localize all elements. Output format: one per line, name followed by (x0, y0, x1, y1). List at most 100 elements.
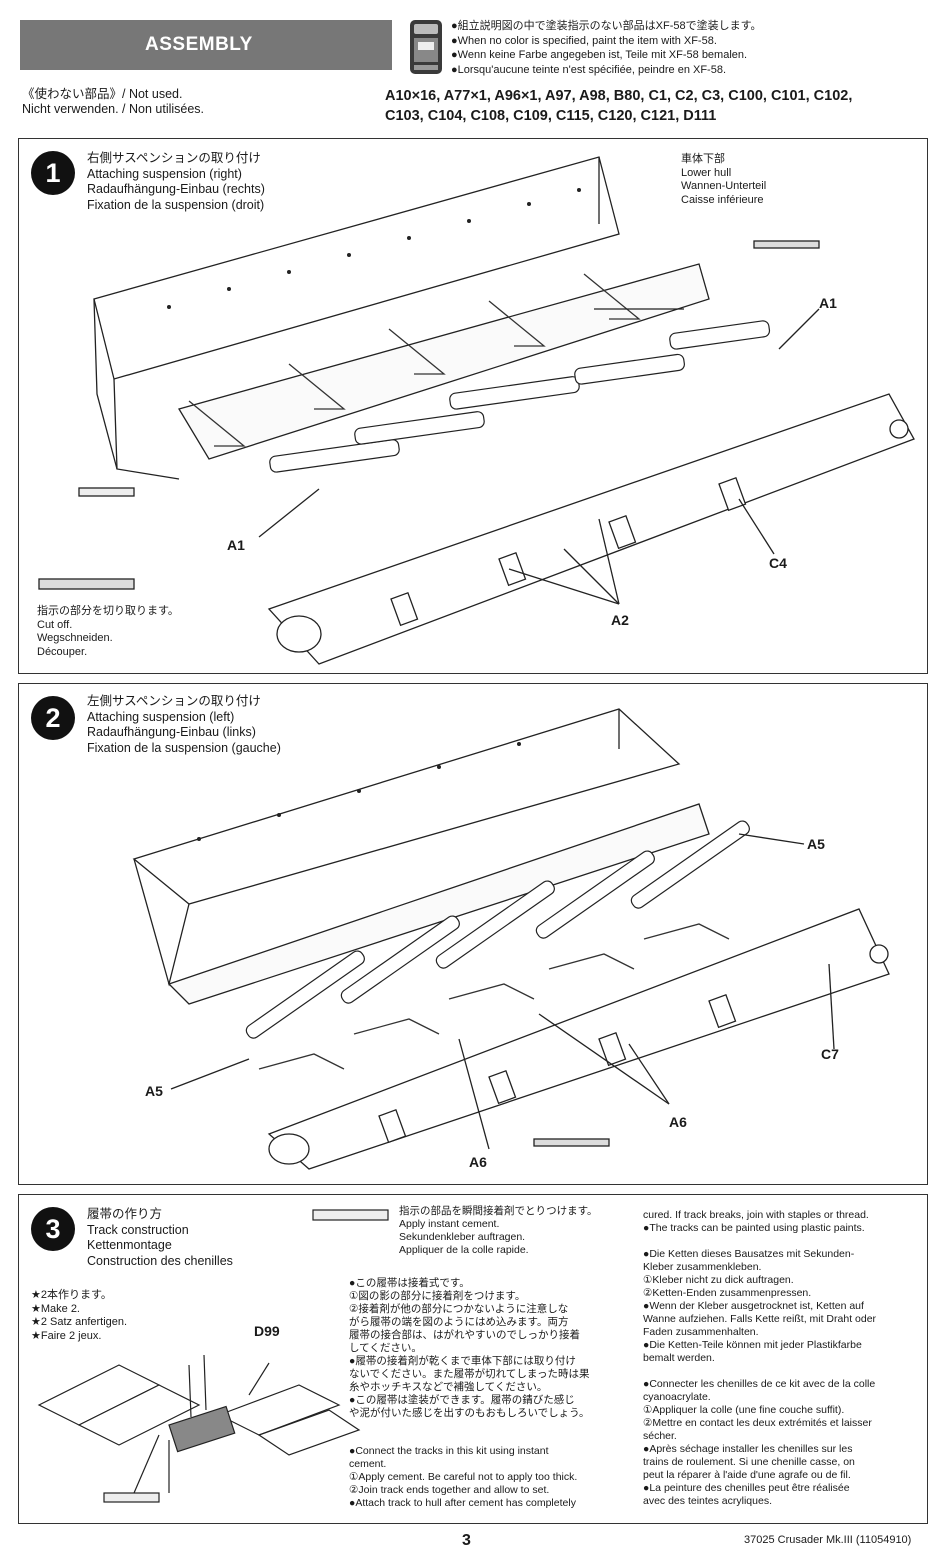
cut-off-jp: 指示の部分を切り取ります。 (37, 605, 179, 617)
jp-note: ●この履帯は接着式です。 (349, 1277, 470, 1289)
step-3-diagram (37, 1209, 389, 1503)
note-line: sécher. (643, 1430, 677, 1442)
product-code: 37025 Crusader Mk.III (11054910) (744, 1534, 912, 1546)
jp-note: ②接着剤が他の部分につかないように注意しな (349, 1303, 569, 1315)
step-2-title-fr: Fixation de la suspension (gauche) (87, 740, 281, 755)
note-line (643, 1365, 923, 1378)
cement-note: 指示の部品を瞬間接着剤でとりつけます。 Apply instant cement… (399, 1205, 598, 1257)
note-line: ①Appliquer la colle (une fine couche suf… (643, 1404, 845, 1416)
make-two-de: ★2 Satz anfertigen. (31, 1316, 128, 1328)
step-1-diagram (38, 156, 915, 665)
part-label-a6-bottom: A6 (469, 1154, 487, 1170)
lower-hull-de: Wannen-Unterteil (681, 180, 767, 192)
cut-off-note: 指示の部分を切り取ります。 Cut off. Wegschneiden. Déc… (37, 605, 179, 659)
step-1-title-fr: Fixation de la suspension (droit) (87, 197, 265, 212)
part-label-a5-left: A5 (145, 1083, 163, 1099)
step-3-title: 履帯の作り方 Track construction Kettenmontage … (87, 1207, 233, 1269)
jp-note: 履帯の接合部は、はがれやすいのでしっかり接着 (349, 1329, 580, 1341)
part-label-c7: C7 (821, 1046, 839, 1062)
japanese-notes: ●この履帯は接着式です。 ①図の影の部分に接着剤をつけます。 ②接着剤が他の部分… (349, 1277, 629, 1420)
note-line (643, 1235, 923, 1248)
jp-note: ①図の影の部分に接着剤をつけます。 (349, 1290, 526, 1302)
note-line: ●Après séchage installer les chenilles s… (643, 1443, 853, 1455)
part-label-a1-top: A1 (819, 295, 837, 311)
note-line: Faden zusammenhalten. (643, 1326, 759, 1338)
cement-note-en: Apply instant cement. (399, 1218, 500, 1230)
paint-note-fr: ●Lorsqu'aucune teinte n'est spécifiée, p… (451, 63, 727, 76)
paint-note-en: ●When no color is specified, paint the i… (451, 34, 717, 47)
part-label-d99: D99 (254, 1323, 280, 1339)
jp-note: ●履帯の接着剤が乾くまで車体下部には取り付け (349, 1355, 576, 1367)
en-note: ②Join track ends together and allow to s… (349, 1484, 550, 1496)
note-line: ●Die Ketten-Teile können mit jeder Plast… (643, 1339, 862, 1351)
step-3-title-fr: Construction des chenilles (87, 1253, 233, 1268)
en-note: ①Apply cement. Be careful not to apply t… (349, 1471, 578, 1483)
not-used-parts: A10×16, A77×1, A96×1, A97, A98, B80, C1,… (385, 86, 925, 126)
note-line: ②Mettre en contact les deux extrémités e… (643, 1417, 872, 1429)
note-line: ●La peinture des chenilles peut être réa… (643, 1482, 850, 1494)
note-line: ●Die Ketten dieses Bausatzes mit Sekunde… (643, 1248, 855, 1260)
step-2-title-en: Attaching suspension (left) (87, 709, 235, 724)
make-two-fr: ★Faire 2 jeux. (31, 1329, 102, 1342)
note-line: bemalt werden. (643, 1352, 715, 1364)
not-used-label: 《使わない部品》/ Not used. Nicht verwenden. / N… (22, 87, 204, 117)
cut-off-en: Cut off. (37, 618, 73, 631)
step-1-title: 右側サスペンションの取り付け Attaching suspension (rig… (87, 151, 265, 213)
jp-note: ないでください。また履帯が切れてしまった時は果 (349, 1368, 590, 1380)
cut-off-fr: Découper. (37, 645, 88, 658)
jp-note: してください。 (349, 1342, 422, 1354)
lower-hull-jp: 車体下部 (681, 153, 725, 165)
step-3-title-en: Track construction (87, 1222, 189, 1237)
note-line: ②Ketten-Enden zusammenpressen. (643, 1287, 812, 1299)
not-used-parts-line2: C103, C104, C108, C109, C115, C120, C121… (385, 108, 717, 124)
step-2-title: 左側サスペンションの取り付け Attaching suspension (lef… (87, 694, 281, 756)
section-banner: ASSEMBLY (20, 20, 392, 70)
en-note: ●Attach track to hull after cement has c… (349, 1497, 576, 1509)
note-line: avec des teintes acryliques. (643, 1495, 772, 1507)
cement-note-fr: Appliquer de la colle rapide. (399, 1244, 529, 1256)
note-line: trains de roulement. Si une chenille cas… (643, 1456, 855, 1468)
english-notes: ●Connect the tracks in this kit using in… (349, 1445, 629, 1510)
step-2-title-jp: 左側サスペンションの取り付け (87, 694, 261, 708)
not-used-label-line1: 《使わない部品》/ Not used. (22, 87, 183, 101)
note-line: ●Wenn der Kleber ausgetrocknet ist, Kett… (643, 1300, 864, 1312)
step-3-number: 3 (31, 1207, 75, 1251)
not-used-label-line2: Nicht verwenden. / Non utilisées. (22, 102, 205, 116)
step-1-title-de: Radaufhängung-Einbau (rechts) (87, 182, 265, 196)
note-line: ●Connecter les chenilles de ce kit avec … (643, 1378, 876, 1390)
paint-note-de: ●Wenn keine Farbe angegeben ist, Teile m… (451, 49, 748, 61)
jp-note: や泥が付いた感じを出すのもおもしろいでしょう。 (349, 1407, 590, 1419)
section-title: ASSEMBLY (145, 34, 253, 55)
step-2-panel: 2 左側サスペンションの取り付け Attaching suspension (l… (18, 683, 928, 1185)
step-3-panel: 3 履帯の作り方 Track construction Kettenmontag… (18, 1194, 928, 1524)
cut-off-de: Wegschneiden. (37, 632, 113, 644)
en-note: ●Connect the tracks in this kit using in… (349, 1445, 549, 1457)
multilingual-notes: cured. If track breaks, join with staple… (643, 1209, 923, 1508)
note-line: Wanne aufziehen. Falls Kette reißt, mit … (643, 1313, 877, 1325)
lower-hull-label: 車体下部 Lower hull Wannen-Unterteil Caisse … (681, 153, 766, 207)
step-3-title-de: Kettenmontage (87, 1238, 172, 1252)
jp-note: 糸やホッチキスなどで補強してください。 (349, 1381, 548, 1393)
note-line: Kleber zusammenkleben. (643, 1261, 762, 1273)
step-2-title-de: Radaufhängung-Einbau (links) (87, 725, 256, 739)
make-two-en: ★Make 2. (31, 1302, 80, 1315)
step-1-panel: 1 右側サスペンションの取り付け Attaching suspension (r… (18, 138, 928, 674)
step-1-title-en: Attaching suspension (right) (87, 166, 242, 181)
part-label-a6-right: A6 (669, 1114, 687, 1130)
step-2-number: 2 (31, 696, 75, 740)
jp-note: ●この履帯は塗装ができます。履帯の錆びた感じ (349, 1394, 575, 1406)
make-two-note: ★2本作ります。 ★Make 2. ★2 Satz anfertigen. ★F… (31, 1289, 127, 1343)
lower-hull-fr: Caisse inférieure (681, 193, 764, 206)
cement-note-de: Sekundenkleber auftragen. (399, 1231, 526, 1243)
note-line: cured. If track breaks, join with staple… (643, 1209, 869, 1221)
step-2-diagram (132, 708, 890, 1170)
paint-can-icon (408, 18, 444, 76)
step-1-title-jp: 右側サスペンションの取り付け (87, 151, 261, 165)
paint-note-jp: ●組立説明図の中で塗装指示のない部品はXF-58で塗装します。 (451, 20, 762, 32)
step-1-number: 1 (31, 151, 75, 195)
cement-note-jp: 指示の部品を瞬間接着剤でとりつけます。 (399, 1205, 598, 1217)
note-line: ●The tracks can be painted using plastic… (643, 1222, 865, 1234)
not-used-parts-line1: A10×16, A77×1, A96×1, A97, A98, B80, C1,… (385, 88, 853, 104)
make-two-jp: ★2本作ります。 (31, 1289, 112, 1301)
part-label-c4: C4 (769, 555, 787, 571)
